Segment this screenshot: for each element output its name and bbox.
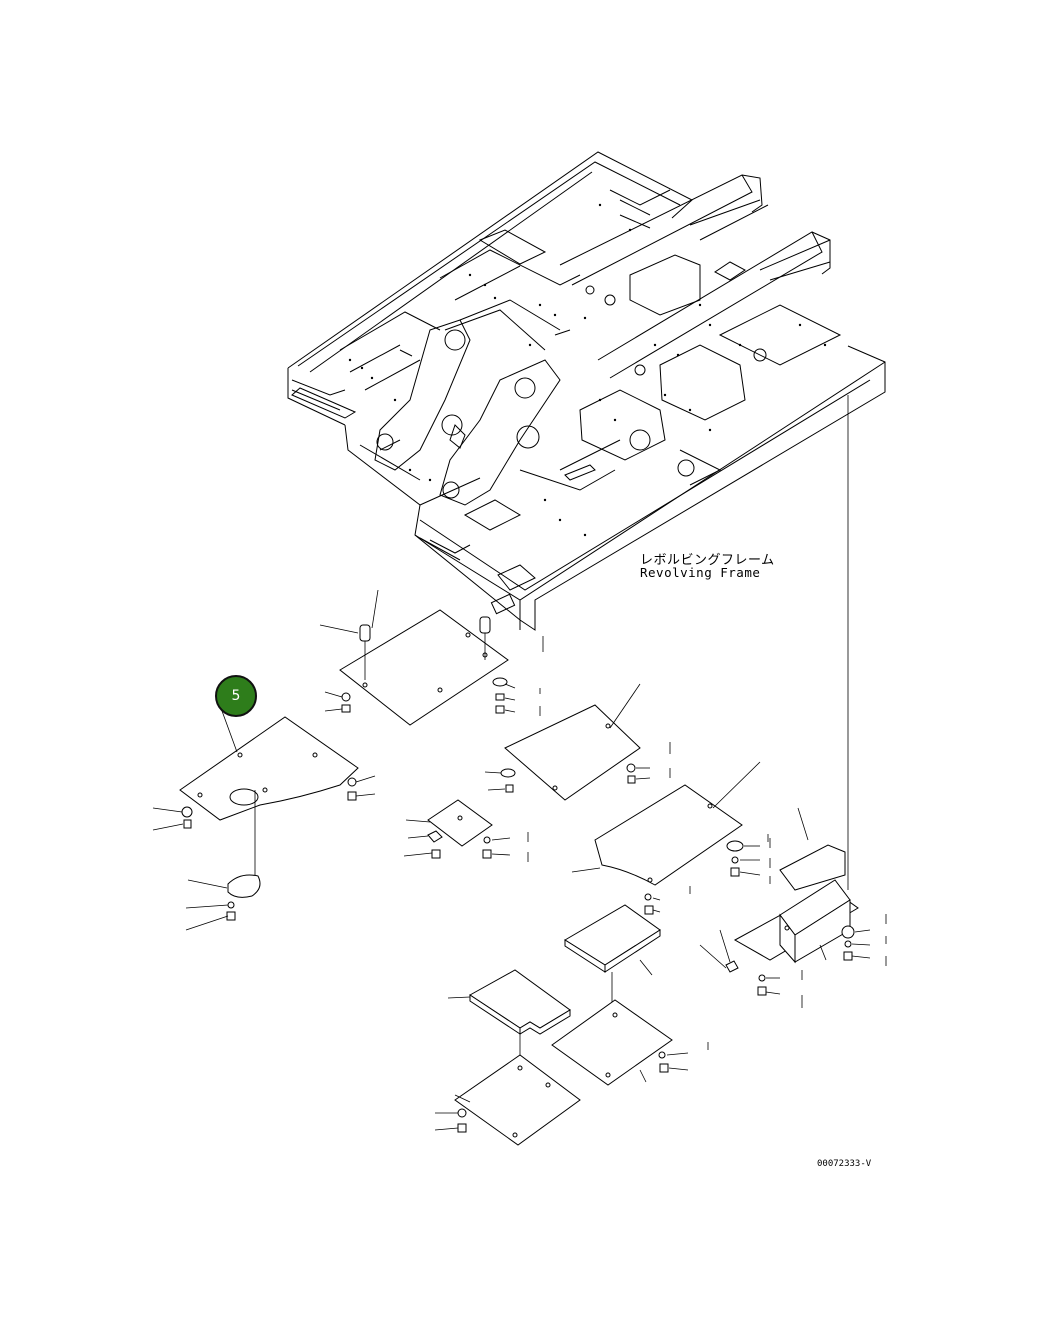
cover-plate-1 xyxy=(319,589,544,726)
callout-badge-5[interactable]: 5 xyxy=(215,675,257,717)
revolving-frame xyxy=(287,151,886,890)
lower-cover-plates xyxy=(434,904,709,1146)
cover-box-assembly xyxy=(699,807,887,1008)
cover-plate-5 xyxy=(152,699,376,931)
frame-label-japanese: レボルビングフレーム xyxy=(640,553,775,568)
cover-plate-3a xyxy=(484,683,671,801)
cover-plate-small xyxy=(403,799,529,862)
frame-label-english: Revolving Frame xyxy=(640,565,761,580)
figure-number: 00072333-V xyxy=(817,1159,872,1169)
cover-plate-3b xyxy=(571,761,771,915)
